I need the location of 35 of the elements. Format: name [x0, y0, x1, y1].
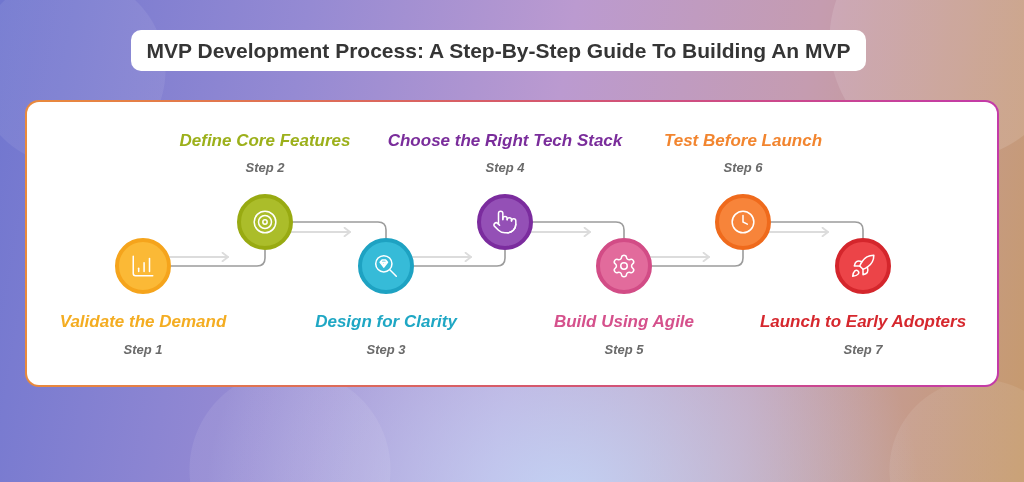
step-circle [596, 238, 652, 294]
step-label: Step 6 [723, 159, 763, 177]
arrow [411, 251, 472, 263]
step-circle [237, 194, 293, 250]
step-label: Step 5 [604, 341, 644, 359]
step-title: Choose the Right Tech Stack [387, 130, 623, 151]
step-title: Test Before Launch [663, 130, 823, 151]
step-label: Step 4 [485, 159, 525, 177]
step-title: Launch to Early Adopters [759, 311, 967, 332]
connector-line [170, 249, 266, 267]
step-circle [358, 238, 414, 294]
connector-line [651, 249, 744, 267]
title-banner: MVP Development Process: A Step-By-Step Guide To Building An MVP [130, 30, 867, 71]
connector-line [292, 221, 387, 239]
step-circle [715, 194, 771, 250]
arrow [649, 251, 710, 263]
step-label: Step 1 [123, 341, 163, 359]
step-label: Step 7 [843, 341, 883, 359]
step-circle [115, 238, 171, 294]
step-title: Validate the Demand [59, 311, 227, 332]
step-title: Build Using Agile [553, 311, 695, 332]
arrow [530, 226, 591, 238]
step-label: Step 3 [366, 341, 406, 359]
step-circle [835, 238, 891, 294]
connector-line [532, 221, 625, 239]
panel [25, 100, 999, 387]
arrow [290, 226, 351, 238]
connector-line [770, 221, 864, 239]
step-title: Define Core Features [179, 130, 351, 151]
arrow [768, 226, 829, 238]
step-circle [477, 194, 533, 250]
arrow [168, 251, 229, 263]
step-title: Design for Clarity [315, 311, 457, 332]
connector-line [413, 249, 506, 267]
step-label: Step 2 [245, 159, 285, 177]
